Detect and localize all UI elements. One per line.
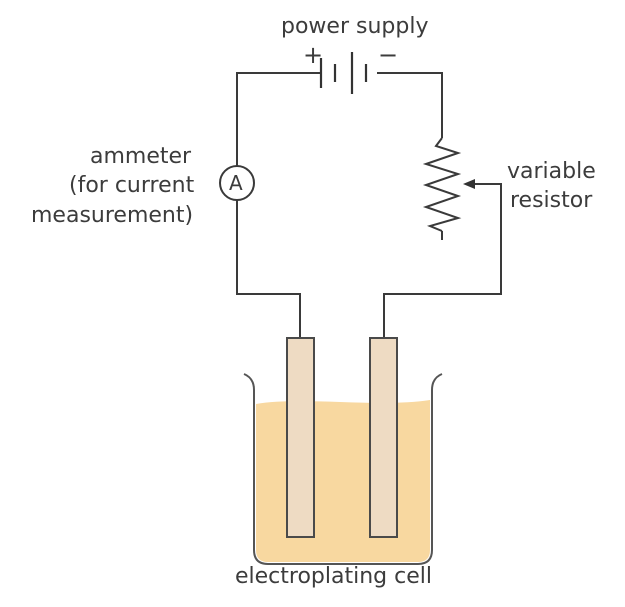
- resistor-zigzag-icon: [422, 137, 462, 232]
- electrolyte-solution: [256, 400, 430, 562]
- beaker: [243, 373, 443, 565]
- negative-terminal-sign: −: [378, 41, 399, 69]
- power-supply-label: power supply: [281, 14, 429, 39]
- bottom-right-wire: [383, 183, 502, 338]
- resistor-arrow-icon: [463, 179, 475, 189]
- left-wire: [236, 72, 321, 338]
- top-right-wire: [377, 72, 443, 138]
- electroplating-cell-label: electroplating cell: [235, 564, 432, 589]
- ammeter-label-line3: measurement): [31, 203, 194, 228]
- variable-resistor-label-line2: resistor: [510, 188, 593, 213]
- ammeter-label-line1: ammeter: [90, 144, 192, 169]
- battery-icon: [319, 52, 368, 94]
- variable-resistor-label-line1: variable: [507, 159, 596, 184]
- right-electrode: [369, 337, 398, 538]
- left-electrode: [286, 337, 315, 538]
- ammeter-label-line2: (for current: [69, 173, 195, 198]
- ammeter-icon: [219, 165, 255, 201]
- ammeter-symbol-letter: A: [229, 171, 243, 195]
- positive-terminal-sign: +: [303, 41, 324, 69]
